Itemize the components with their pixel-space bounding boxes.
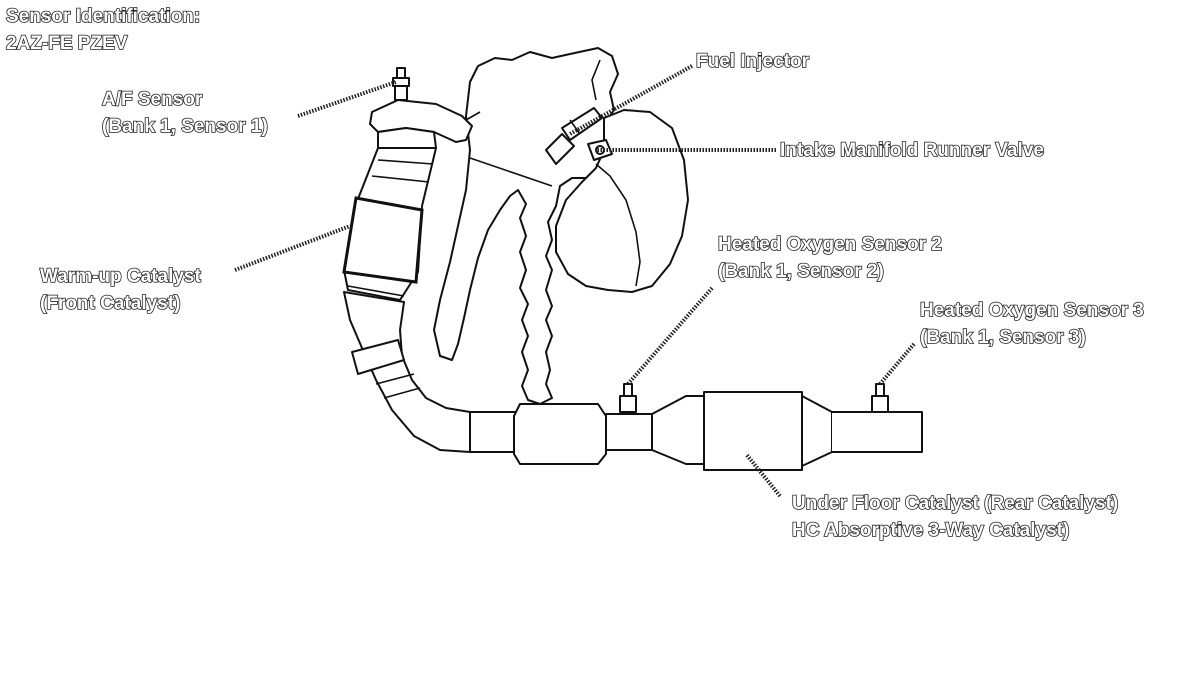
label-intake-runner-valve: Intake Manifold Runner Valve: [779, 139, 1045, 162]
label-af-sensor: A/F Sensor (Bank 1, Sensor 1): [101, 88, 268, 138]
mid-exhaust-pipe: [469, 411, 521, 453]
leader-ho2-sensor-2: [626, 286, 714, 386]
title-line-2: 2AZ-FE PZEV: [5, 32, 128, 55]
ho2-sensor-2: [619, 383, 637, 413]
leader-ho2-sensor-3: [878, 342, 916, 386]
title-line-1: Sensor Identification:: [5, 5, 201, 28]
fuel-injector: [545, 107, 603, 165]
flex-joint: [351, 339, 405, 375]
label-fuel-injector: Fuel Injector: [695, 50, 810, 73]
label-warmup-catalyst: Warm-up Catalyst (Front Catalyst): [39, 265, 201, 315]
label-ho2-sensor-2: Heated Oxygen Sensor 2 (Bank 1, Sensor 2…: [717, 233, 942, 283]
label-underfloor-catalyst: Under Floor Catalyst (Rear Catalyst) HC …: [791, 492, 1119, 542]
underfloor-catalyst-outlet-cone: [801, 395, 833, 467]
intake-manifold-ridge: [595, 163, 641, 287]
warmup-catalyst-band: [342, 196, 424, 284]
leader-warmup-catalyst: [234, 224, 351, 272]
engine-cylinder-head-edge: [465, 59, 601, 187]
underfloor-catalyst-inlet-cone: [651, 395, 705, 465]
leader-underfloor-catalyst: [744, 452, 782, 498]
diagram-title: Sensor Identification: 2AZ-FE PZEV: [5, 3, 201, 57]
tail-pipe: [832, 411, 923, 453]
leader-fuel-injector: [569, 64, 693, 136]
leader-af-sensor: [297, 80, 397, 118]
intake-manifold: [555, 109, 689, 293]
ho2-sensor-3: [871, 383, 889, 413]
resonator: [513, 403, 607, 465]
exhaust-manifold-collar: [377, 127, 437, 149]
exhaust-manifold-flange: [369, 99, 473, 143]
label-ho2-sensor-3: Heated Oxygen Sensor 3 (Bank 1, Sensor 3…: [919, 299, 1144, 349]
underfloor-catalyst-body: [703, 391, 803, 471]
af-sensor: [392, 67, 410, 101]
